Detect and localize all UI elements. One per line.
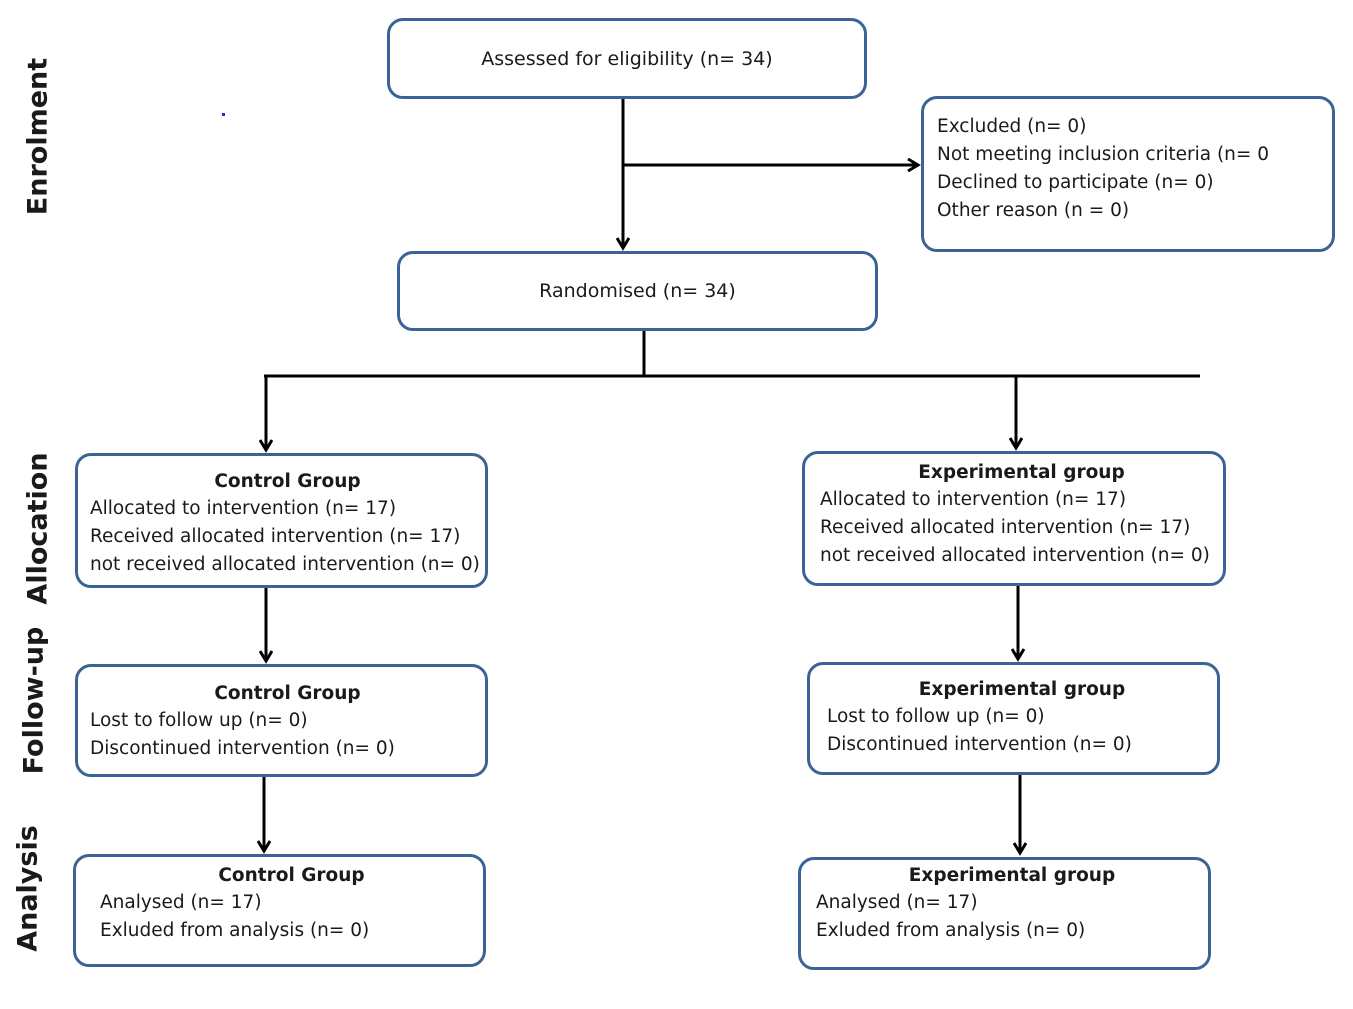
- excluded-reason-line: Not meeting inclusion criteria (n= 0: [937, 144, 1270, 165]
- control-follow-up-box: Control Group Lost to follow up (n= 0) D…: [75, 664, 488, 777]
- control-allocation-line: Allocated to intervention (n= 17): [90, 498, 397, 519]
- control-follow-up-line: Discontinued intervention (n= 0): [90, 738, 395, 759]
- control-allocation-title: Control Group: [214, 471, 361, 492]
- experimental-allocation-line: Received allocated intervention (n= 17): [820, 517, 1191, 538]
- assessed-box: Assessed for eligibility (n= 34): [387, 18, 867, 99]
- excluded-reason-line: Other reason (n = 0): [937, 200, 1130, 221]
- control-analysis-line: Exluded from analysis (n= 0): [100, 920, 370, 941]
- experimental-allocation-line: not received allocated intervention (n= …: [820, 545, 1210, 566]
- control-analysis-line: Analysed (n= 17): [100, 892, 262, 913]
- control-allocation-box: Control Group Allocated to intervention …: [75, 453, 488, 588]
- stray-dot: [222, 113, 225, 116]
- experimental-analysis-line: Exluded from analysis (n= 0): [816, 920, 1086, 941]
- excluded-reason-line: Declined to participate (n= 0): [937, 172, 1214, 193]
- randomised-box: Randomised (n= 34): [397, 251, 878, 331]
- experimental-allocation-line: Allocated to intervention (n= 17): [820, 489, 1127, 510]
- control-analysis-title: Control Group: [218, 865, 365, 886]
- excluded-box: Excluded (n= 0) Not meeting inclusion cr…: [921, 96, 1335, 252]
- experimental-follow-up-title: Experimental group: [918, 679, 1126, 700]
- experimental-allocation-box: Experimental group Allocated to interven…: [802, 451, 1226, 586]
- control-allocation-line: not received allocated intervention (n= …: [90, 554, 480, 575]
- randomised-text: Randomised (n= 34): [539, 280, 736, 302]
- experimental-follow-up-box: Experimental group Lost to follow up (n=…: [807, 662, 1220, 775]
- control-follow-up-line: Lost to follow up (n= 0): [90, 710, 308, 731]
- experimental-follow-up-line: Lost to follow up (n= 0): [827, 706, 1045, 727]
- experimental-analysis-line: Analysed (n= 17): [816, 892, 978, 913]
- excluded-line: Excluded (n= 0): [937, 116, 1087, 137]
- stage-label-enrolment: Enrolment: [22, 57, 54, 216]
- control-analysis-box: Control Group Analysed (n= 17) Exluded f…: [73, 854, 486, 967]
- control-allocation-line: Received allocated intervention (n= 17): [90, 526, 461, 547]
- experimental-allocation-title: Experimental group: [918, 462, 1125, 483]
- control-follow-up-title: Control Group: [214, 683, 361, 704]
- assessed-text: Assessed for eligibility (n= 34): [481, 47, 773, 70]
- experimental-analysis-title: Experimental group: [908, 865, 1116, 886]
- experimental-analysis-box: Experimental group Analysed (n= 17) Exlu…: [798, 857, 1211, 970]
- experimental-follow-up-line: Discontinued intervention (n= 0): [827, 734, 1132, 755]
- stage-label-analysis: Analysis: [12, 825, 44, 952]
